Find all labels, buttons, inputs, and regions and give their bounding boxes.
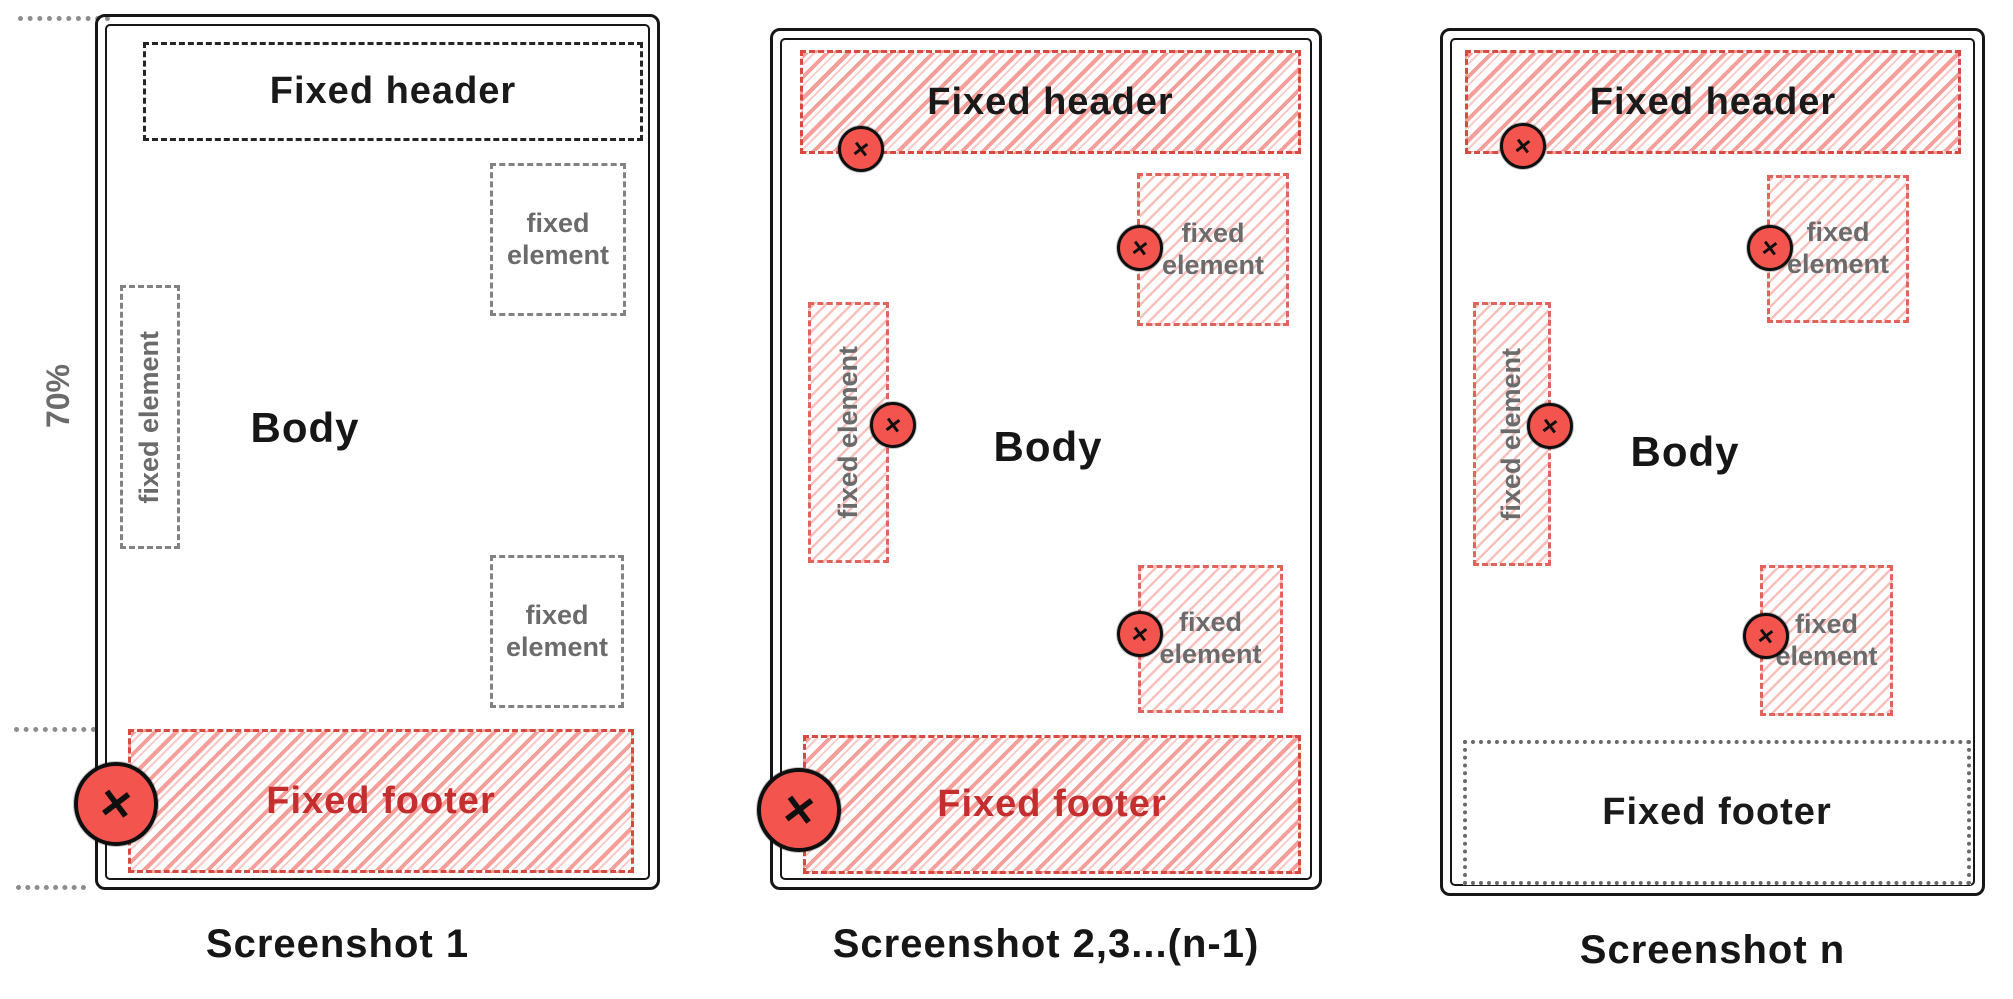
viewport-frame <box>770 28 1322 890</box>
x-marker-icon: × <box>74 762 158 846</box>
body-label: Body <box>993 423 1103 470</box>
fixed-element-top-right: fixed element <box>490 163 626 316</box>
x-marker-icon: × <box>1500 123 1546 169</box>
x-marker-icon: × <box>1527 403 1573 449</box>
fixed-element-label: fixed element <box>1159 607 1262 669</box>
x-marker-icon: × <box>1747 225 1793 271</box>
panel-caption: Screenshot n <box>1579 928 1846 972</box>
x-glyph: × <box>1760 231 1780 264</box>
fixed-element-label: fixed element <box>832 346 863 519</box>
x-marker-icon: × <box>838 126 884 172</box>
x-glyph: × <box>1513 129 1533 162</box>
ruler-line-bottom <box>16 885 86 890</box>
ruler-line-footer-top <box>14 727 96 732</box>
viewport-frame <box>1440 28 1985 896</box>
screenshot-panel-1: Fixed header fixed element fixed element… <box>74 14 660 966</box>
frame-inner-border <box>105 24 650 880</box>
fixed-header-region: Fixed header <box>1465 50 1961 154</box>
fixed-header-label: Fixed header <box>269 70 517 112</box>
body-label: Body <box>1630 428 1740 475</box>
fixed-header-region: Fixed header <box>800 50 1301 154</box>
fixed-element-top-right: fixed element <box>1137 173 1289 326</box>
x-glyph: × <box>779 779 819 841</box>
fixed-element-label: fixed element <box>1775 608 1878 671</box>
panel-caption: Screenshot 2,3...(n-1) <box>832 922 1260 966</box>
x-glyph: × <box>1130 231 1150 264</box>
fixed-element-label: fixed element <box>505 599 609 662</box>
x-marker-icon: × <box>757 768 841 852</box>
x-glyph: × <box>883 408 903 441</box>
fixed-header-label: Fixed header <box>927 80 1174 123</box>
fixed-footer-label: Fixed footer <box>937 783 1167 825</box>
fixed-element-label: fixed element <box>1786 217 1890 279</box>
panel-caption: Screenshot 1 <box>205 922 470 966</box>
x-glyph: × <box>96 773 136 835</box>
fixed-element-left: fixed element <box>120 285 180 549</box>
x-glyph: × <box>1540 409 1560 442</box>
x-marker-icon: × <box>1117 611 1163 657</box>
x-glyph: × <box>851 132 871 165</box>
x-glyph: × <box>1756 619 1776 652</box>
fixed-element-label: fixed element <box>1161 217 1265 280</box>
ruler-line-top <box>18 16 110 21</box>
fixed-footer-region: Fixed footer <box>1463 740 1971 885</box>
fixed-element-bottom-right: fixed element <box>1138 565 1283 713</box>
fixed-header-region: Fixed header <box>143 42 643 141</box>
scroll-percent-label: 70% <box>39 363 76 429</box>
frame-inner-border <box>1450 38 1975 886</box>
frame-inner-border <box>780 38 1312 880</box>
fixed-element-bottom-right: fixed element <box>490 555 624 708</box>
fixed-element-label: fixed element <box>134 330 165 504</box>
fixed-footer-region: Fixed footer <box>128 729 634 873</box>
fixed-header-label: Fixed header <box>1589 80 1837 123</box>
fixed-element-label: fixed element <box>1496 347 1527 521</box>
screenshot-panel-middle: Fixed header × fixed element × fixed ele… <box>757 28 1322 966</box>
viewport-frame <box>95 14 660 890</box>
x-marker-icon: × <box>1743 613 1789 659</box>
fixed-footer-label: Fixed footer <box>1602 791 1832 833</box>
fixed-footer-label: Fixed footer <box>266 779 496 822</box>
x-marker-icon: × <box>1117 225 1163 271</box>
x-marker-icon: × <box>870 402 916 448</box>
fixed-footer-region: Fixed footer <box>803 735 1301 874</box>
screenshot-panel-last: Fixed header × fixed element × fixed ele… <box>1440 28 1985 972</box>
body-label: Body <box>250 404 360 451</box>
x-glyph: × <box>1130 617 1150 650</box>
fixed-element-label: fixed element <box>506 207 610 270</box>
